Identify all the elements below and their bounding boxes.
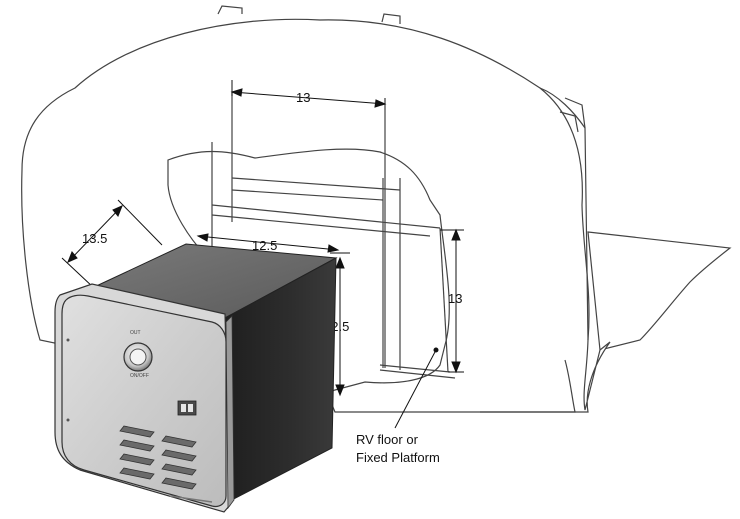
dim-unit-width: 12.5 [252, 238, 277, 253]
callout-line-1: RV floor or [356, 432, 419, 447]
vent-grille [119, 425, 197, 490]
dim-unit-depth: 13.5 [82, 231, 107, 246]
callout-line-2: Fixed Platform [356, 450, 440, 465]
svg-text:OUT: OUT [130, 330, 141, 336]
floor-platform [587, 231, 732, 351]
dim-opening-width: 13 [296, 90, 310, 105]
svg-text:ON/OFF: ON/OFF [130, 373, 149, 379]
label-plate [177, 400, 197, 416]
dim-opening-height: 13 [448, 291, 462, 306]
water-heater-unit: OUT ON/OFF [54, 243, 338, 513]
dimension-lines [61, 80, 464, 429]
